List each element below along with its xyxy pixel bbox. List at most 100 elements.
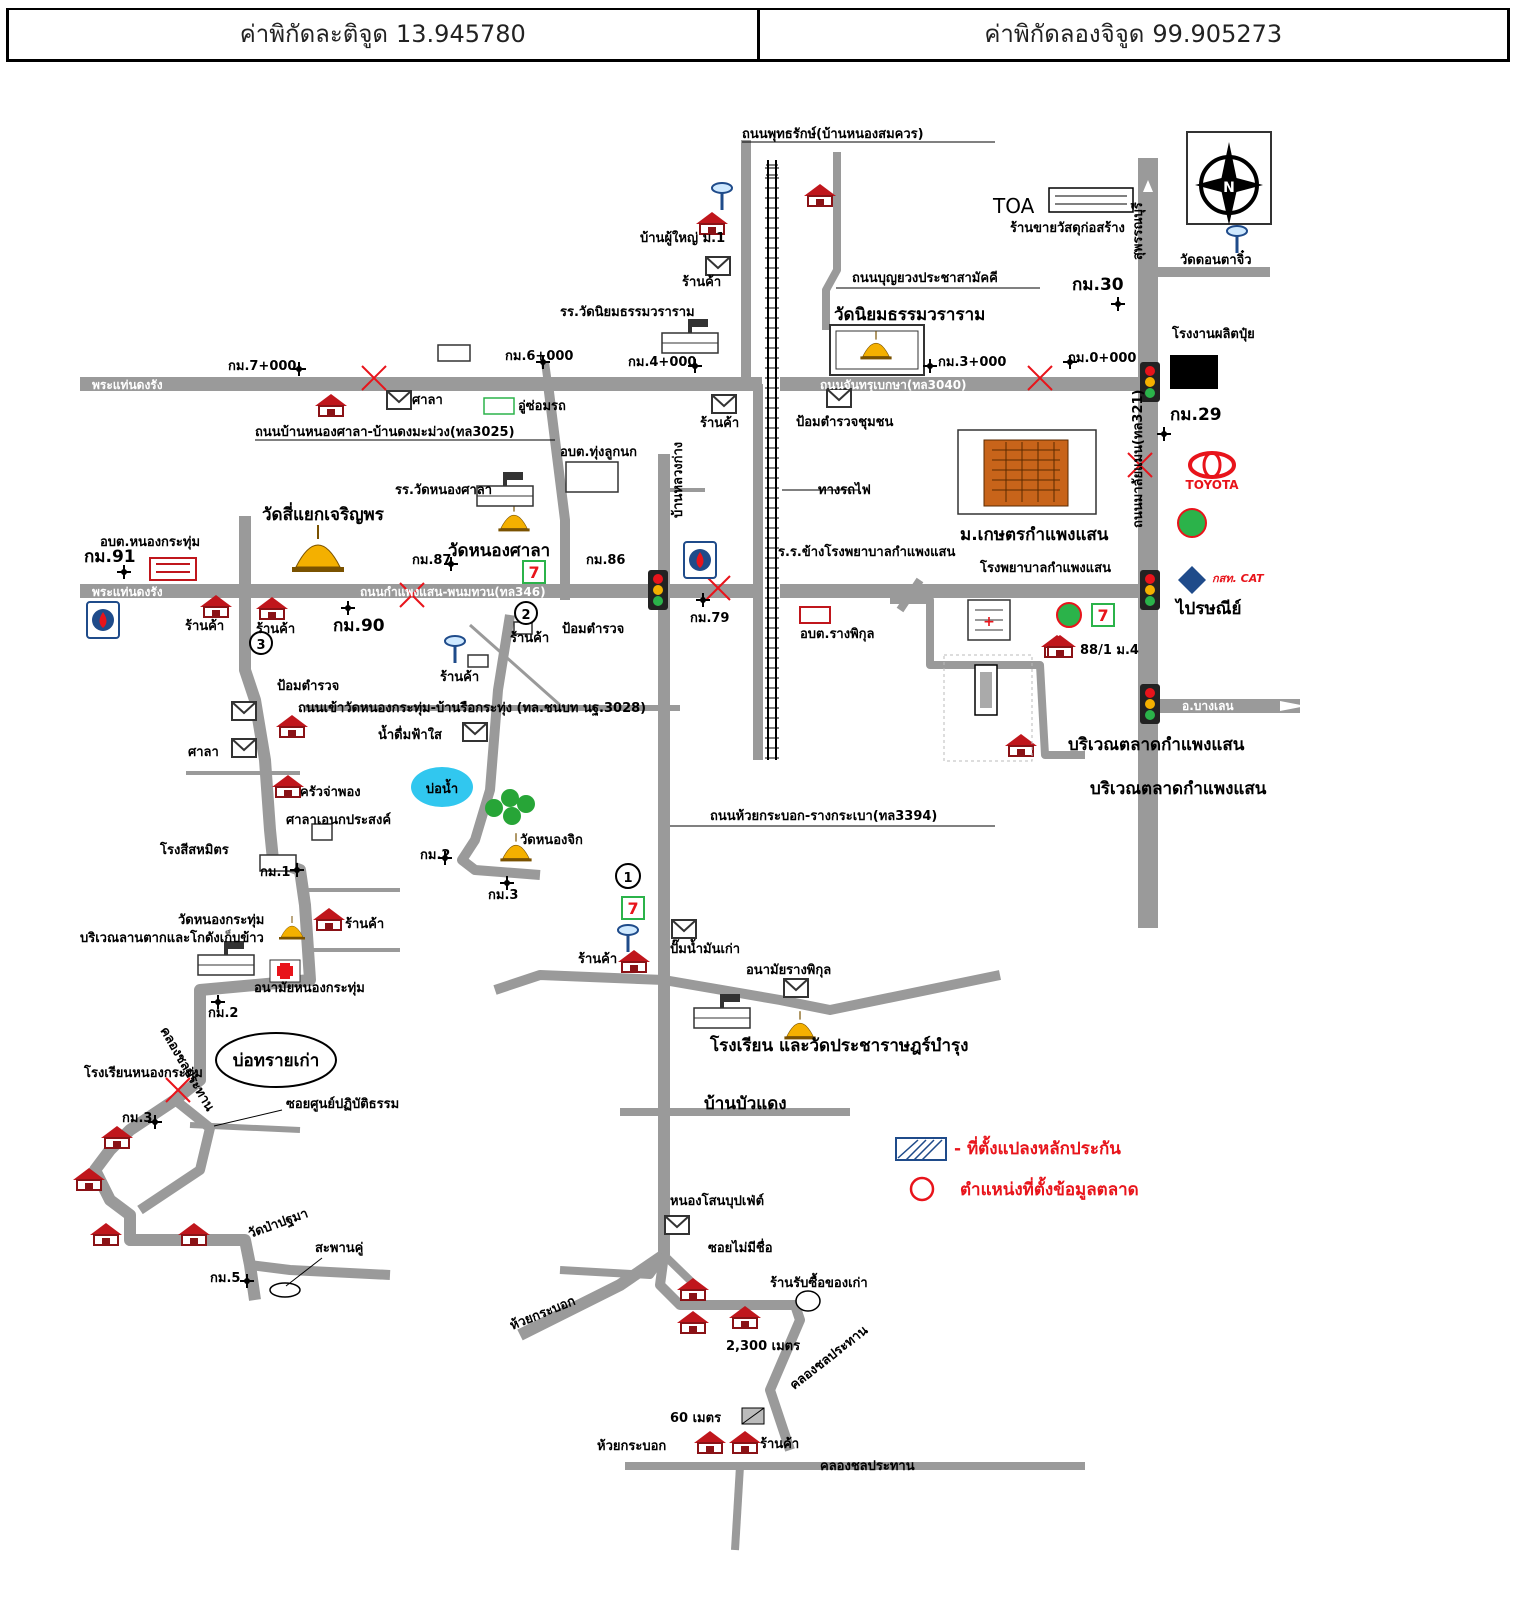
svg-text:ห้วยกระบอก: ห้วยกระบอก: [597, 1438, 666, 1454]
svg-text:สุพรรณบุรี: สุพรรณบุรี: [1130, 202, 1146, 260]
svg-text:กม.3: กม.3: [488, 888, 518, 903]
svg-text:อนามัยรางพิกุล: อนามัยรางพิกุล: [746, 963, 831, 978]
old-fish-pond: บ่อทรายเก่า: [215, 1032, 337, 1088]
svg-text:สะพานคู่: สะพานคู่: [315, 1241, 363, 1256]
svg-text:ถนนบ้านหนองศาลา-บ้านดงมะม่วง(ท: ถนนบ้านหนองศาลา-บ้านดงมะม่วง(ทล3025): [255, 424, 515, 440]
svg-text:กม.29: กม.29: [1170, 405, 1222, 425]
latitude-value: 13.945780: [396, 19, 526, 48]
svg-text:ร้านค้า: ร้านค้า: [700, 415, 739, 431]
map-labels: ถนนพุทธรักษ์(บ้านหนองสมควร) บ้านผู้ใหญ่ …: [80, 126, 1267, 1474]
svg-text:อ.บางเลน: อ.บางเลน: [1182, 699, 1234, 713]
svg-text:บ้านผู้ใหญ่ ม.1: บ้านผู้ใหญ่ ม.1: [640, 229, 725, 246]
svg-text:ถนนมาลัยแมน(ทล321): ถนนมาลัยแมน(ทล321): [1131, 390, 1146, 529]
svg-text:รร.วัดหนองศาลา: รร.วัดหนองศาลา: [395, 483, 492, 498]
svg-text:กม.90: กม.90: [333, 616, 385, 636]
longitude-cell: ค่าพิกัดลองจิจูด 99.905273: [756, 8, 1508, 59]
svg-text:รร.วัดนิยมธรรมวราราม: รร.วัดนิยมธรรมวราราม: [560, 305, 695, 320]
svg-text:กม.4+000: กม.4+000: [628, 355, 696, 370]
svg-text:ถนนห้วยกระบอก-รางกระเบา(ทล3394: ถนนห้วยกระบอก-รางกระเบา(ทล3394): [710, 808, 937, 824]
toa-logo: TOA: [992, 187, 1134, 218]
ku-building: [957, 429, 1097, 515]
svg-text:+: +: [983, 614, 995, 630]
legend-market-label: ตำแหน่งที่ตั้งข้อมูลตลาด: [960, 1176, 1139, 1201]
compass: N: [1186, 131, 1272, 225]
svg-text:อบต.รางพิกุล: อบต.รางพิกุล: [800, 627, 875, 642]
legend[interactable]: - ที่ตั้งแปลงหลักประกัน ตำแหน่งที่ตั้งข้…: [895, 1135, 1139, 1202]
svg-text:พระแท่นดงรัง: พระแท่นดงรัง: [92, 585, 163, 599]
svg-text:บ้านบัวแดง: บ้านบัวแดง: [704, 1094, 787, 1114]
svg-text:60 เมตร: 60 เมตร: [670, 1411, 721, 1426]
legend-parcel-label: - ที่ตั้งแปลงหลักประกัน: [954, 1135, 1121, 1159]
svg-text:อบต.ทุ่งลูกนก: อบต.ทุ่งลูกนก: [560, 445, 637, 460]
svg-text:ร้านค้า: ร้านค้า: [185, 618, 224, 634]
svg-text:ป้อมตำรวจชุมชน: ป้อมตำรวจชุมชน: [796, 414, 893, 430]
svg-text:1: 1: [623, 871, 632, 886]
svg-text:ร้านค้า: ร้านค้า: [760, 1436, 799, 1452]
svg-text:ถนนเข้าวัดหนองกระทุ่ม-บ้านรือก: ถนนเข้าวัดหนองกระทุ่ม-บ้านรือกระทุ่ง (ทล…: [298, 700, 646, 717]
svg-text:ร้านค้า: ร้านค้า: [578, 951, 617, 967]
svg-text:วัดสี่แยกเจริญพร: วัดสี่แยกเจริญพร: [262, 502, 385, 525]
svg-text:พระแท่นดงรัง: พระแท่นดงรัง: [92, 378, 163, 392]
svg-text:กม.3+000: กม.3+000: [938, 355, 1006, 370]
temple-icons: [278, 502, 817, 1041]
svg-text:กม.0+000: กม.0+000: [1068, 351, 1136, 366]
svg-text:ร้านขายวัสดุก่อสร้าง: ร้านขายวัสดุก่อสร้าง: [1010, 220, 1125, 236]
svg-text:หนองโสนบุปเฟ่ต์: หนองโสนบุปเฟ่ต์: [670, 1192, 764, 1209]
market-points: 1 2 3: [249, 601, 821, 1312]
svg-text:อนามัยหนองกระทุ่ม: อนามัยหนองกระทุ่ม: [254, 981, 365, 996]
svg-text:กม.87: กม.87: [412, 553, 451, 568]
svg-text:ถนนกำแพงแสน-พนมทวน(ทล346): ถนนกำแพงแสน-พนมทวน(ทล346): [360, 585, 546, 599]
svg-text:ม.เกษตรกำแพงแสน: ม.เกษตรกำแพงแสน: [960, 525, 1109, 545]
toyota-logo: TOYOTA: [1186, 451, 1240, 492]
svg-text:วัดหนองศาลา: วัดหนองศาลา: [448, 541, 550, 561]
svg-text:น้ำดื่มฟ้าใส: น้ำดื่มฟ้าใส: [378, 724, 442, 743]
svg-text:ร้านค้า: ร้านค้า: [345, 916, 384, 932]
svg-text:ร้านค้า: ร้านค้า: [682, 274, 721, 290]
svg-text:คลองชลประทาน: คลองชลประทาน: [820, 1459, 915, 1474]
direction-arrows: [1143, 180, 1306, 711]
svg-text:TOYOTA: TOYOTA: [1186, 478, 1240, 492]
svg-text:ศาลา: ศาลา: [412, 393, 443, 408]
svg-text:ถนนบุญยวงประชาสามัคคี: ถนนบุญยวงประชาสามัคคี: [852, 270, 998, 286]
latitude-label: ค่าพิกัดละติจูด: [239, 20, 388, 48]
svg-text:อบต.หนองกระทุ่ม: อบต.หนองกระทุ่ม: [100, 535, 200, 550]
svg-text:บ้านหลวงก่าง: บ้านหลวงก่าง: [670, 442, 686, 518]
svg-text:ป้อมตำรวจ: ป้อมตำรวจ: [562, 621, 624, 637]
svg-text:ปั๊มน้ำมันเก่า: ปั๊มน้ำมันเก่า: [670, 938, 740, 957]
svg-text:กสท. CAT: กสท. CAT: [1212, 572, 1265, 585]
svg-text:กม.2: กม.2: [208, 1006, 238, 1021]
svg-text:กม.86: กม.86: [586, 553, 625, 568]
svg-text:กม.2: กม.2: [420, 848, 450, 863]
svg-text:โรงสีสหมิตร: โรงสีสหมิตร: [159, 841, 229, 858]
svg-text:วัดหนองจิก: วัดหนองจิก: [520, 833, 583, 848]
svg-text:ร้านค้า: ร้านค้า: [510, 630, 549, 646]
svg-text:ร้านรับซื้อของเก่า: ร้านรับซื้อของเก่า: [770, 1272, 868, 1291]
svg-text:บ่อน้ำ: บ่อน้ำ: [426, 778, 458, 797]
svg-text:3: 3: [256, 638, 265, 653]
pond: บ่อน้ำ: [411, 767, 473, 807]
svg-text:บ่อทรายเก่า: บ่อทรายเก่า: [233, 1051, 320, 1071]
latitude-cell: ค่าพิกัดละติจูด 13.945780: [9, 8, 757, 59]
svg-text:ครัวจ่าพอง: ครัวจ่าพอง: [300, 785, 361, 800]
svg-text:2: 2: [521, 608, 530, 623]
svg-text:ไปรษณีย์: ไปรษณีย์: [1174, 598, 1241, 619]
store-icons: [522, 508, 1207, 920]
wat-niyom-icon: [829, 324, 925, 376]
shop-icons: [231, 256, 852, 1235]
svg-text:ศาลา: ศาลา: [188, 745, 219, 760]
svg-text:ถนนจันทรุเบกษา(ทล3040): ถนนจันทรุเบกษา(ทล3040): [820, 378, 967, 393]
svg-text:ซอยศูนย์ปฏิบัติธรรม: ซอยศูนย์ปฏิบัติธรรม: [286, 1096, 399, 1112]
svg-text:วัดดอนตาจิ๋ว: วัดดอนตาจิ๋ว: [1180, 249, 1252, 268]
svg-text:อู่ซ่อมรถ: อู่ซ่อมรถ: [518, 399, 566, 414]
longitude-label: ค่าพิกัดลองจิจูด: [984, 20, 1145, 48]
svg-text:ซอยไม่มีชื่อ: ซอยไม่มีชื่อ: [708, 1238, 773, 1256]
longitude-value: 99.905273: [1152, 19, 1283, 48]
svg-text:TOA: TOA: [992, 194, 1035, 218]
svg-text:2,300 เมตร: 2,300 เมตร: [726, 1339, 800, 1354]
svg-text:ร.ร.ข้างโรงพยาบาลกำแพงแสน: ร.ร.ข้างโรงพยาบาลกำแพงแสน: [778, 543, 955, 560]
school-icons: +: [149, 318, 1218, 1029]
svg-text:วัดนิยมธรรมวราราม: วัดนิยมธรรมวราราม: [834, 305, 985, 325]
svg-text:88/1 ม.4: 88/1 ม.4: [1080, 643, 1139, 658]
svg-text:กม.5: กม.5: [210, 1271, 240, 1286]
